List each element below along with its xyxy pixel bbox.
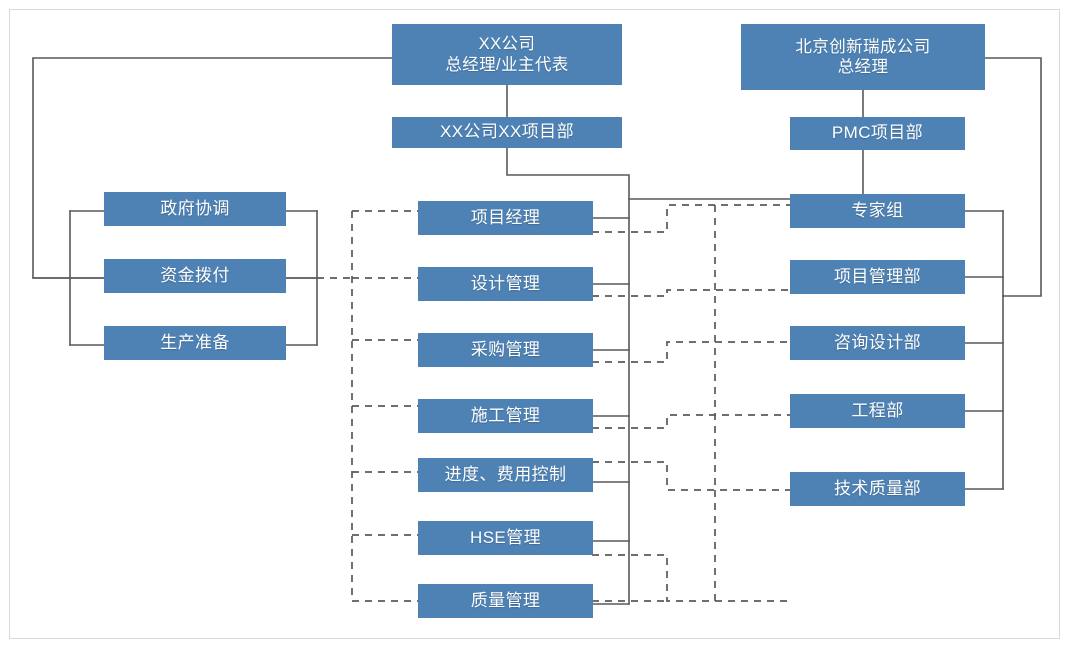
node-owner-general-manager[interactable]: XX公司 总经理/业主代表 (392, 24, 622, 85)
node-right-consulting-design-dept[interactable]: 咨询设计部 (790, 326, 965, 360)
node-mid-design-management[interactable]: 设计管理 (418, 267, 593, 301)
node-mid-procurement-management[interactable]: 采购管理 (418, 333, 593, 367)
node-right-expert-group[interactable]: 专家组 (790, 194, 965, 228)
node-mid-hse-management[interactable]: HSE管理 (418, 521, 593, 555)
node-left-fund-allocation[interactable]: 资金拨付 (104, 259, 286, 293)
node-right-engineering-dept[interactable]: 工程部 (790, 394, 965, 428)
node-pmc-project-department[interactable]: PMC项目部 (790, 117, 965, 150)
node-mid-quality-management[interactable]: 质量管理 (418, 584, 593, 618)
node-right-project-management-dept[interactable]: 项目管理部 (790, 260, 965, 294)
node-owner-project-department[interactable]: XX公司XX项目部 (392, 117, 622, 148)
node-left-government-coordination[interactable]: 政府协调 (104, 192, 286, 226)
node-pmc-general-manager[interactable]: 北京创新瑞成公司 总经理 (741, 24, 985, 90)
node-right-technical-quality-dept[interactable]: 技术质量部 (790, 472, 965, 506)
node-mid-project-manager[interactable]: 项目经理 (418, 201, 593, 235)
node-mid-schedule-cost-control[interactable]: 进度、费用控制 (418, 458, 593, 492)
node-mid-construction-management[interactable]: 施工管理 (418, 399, 593, 433)
node-left-production-preparation[interactable]: 生产准备 (104, 326, 286, 360)
